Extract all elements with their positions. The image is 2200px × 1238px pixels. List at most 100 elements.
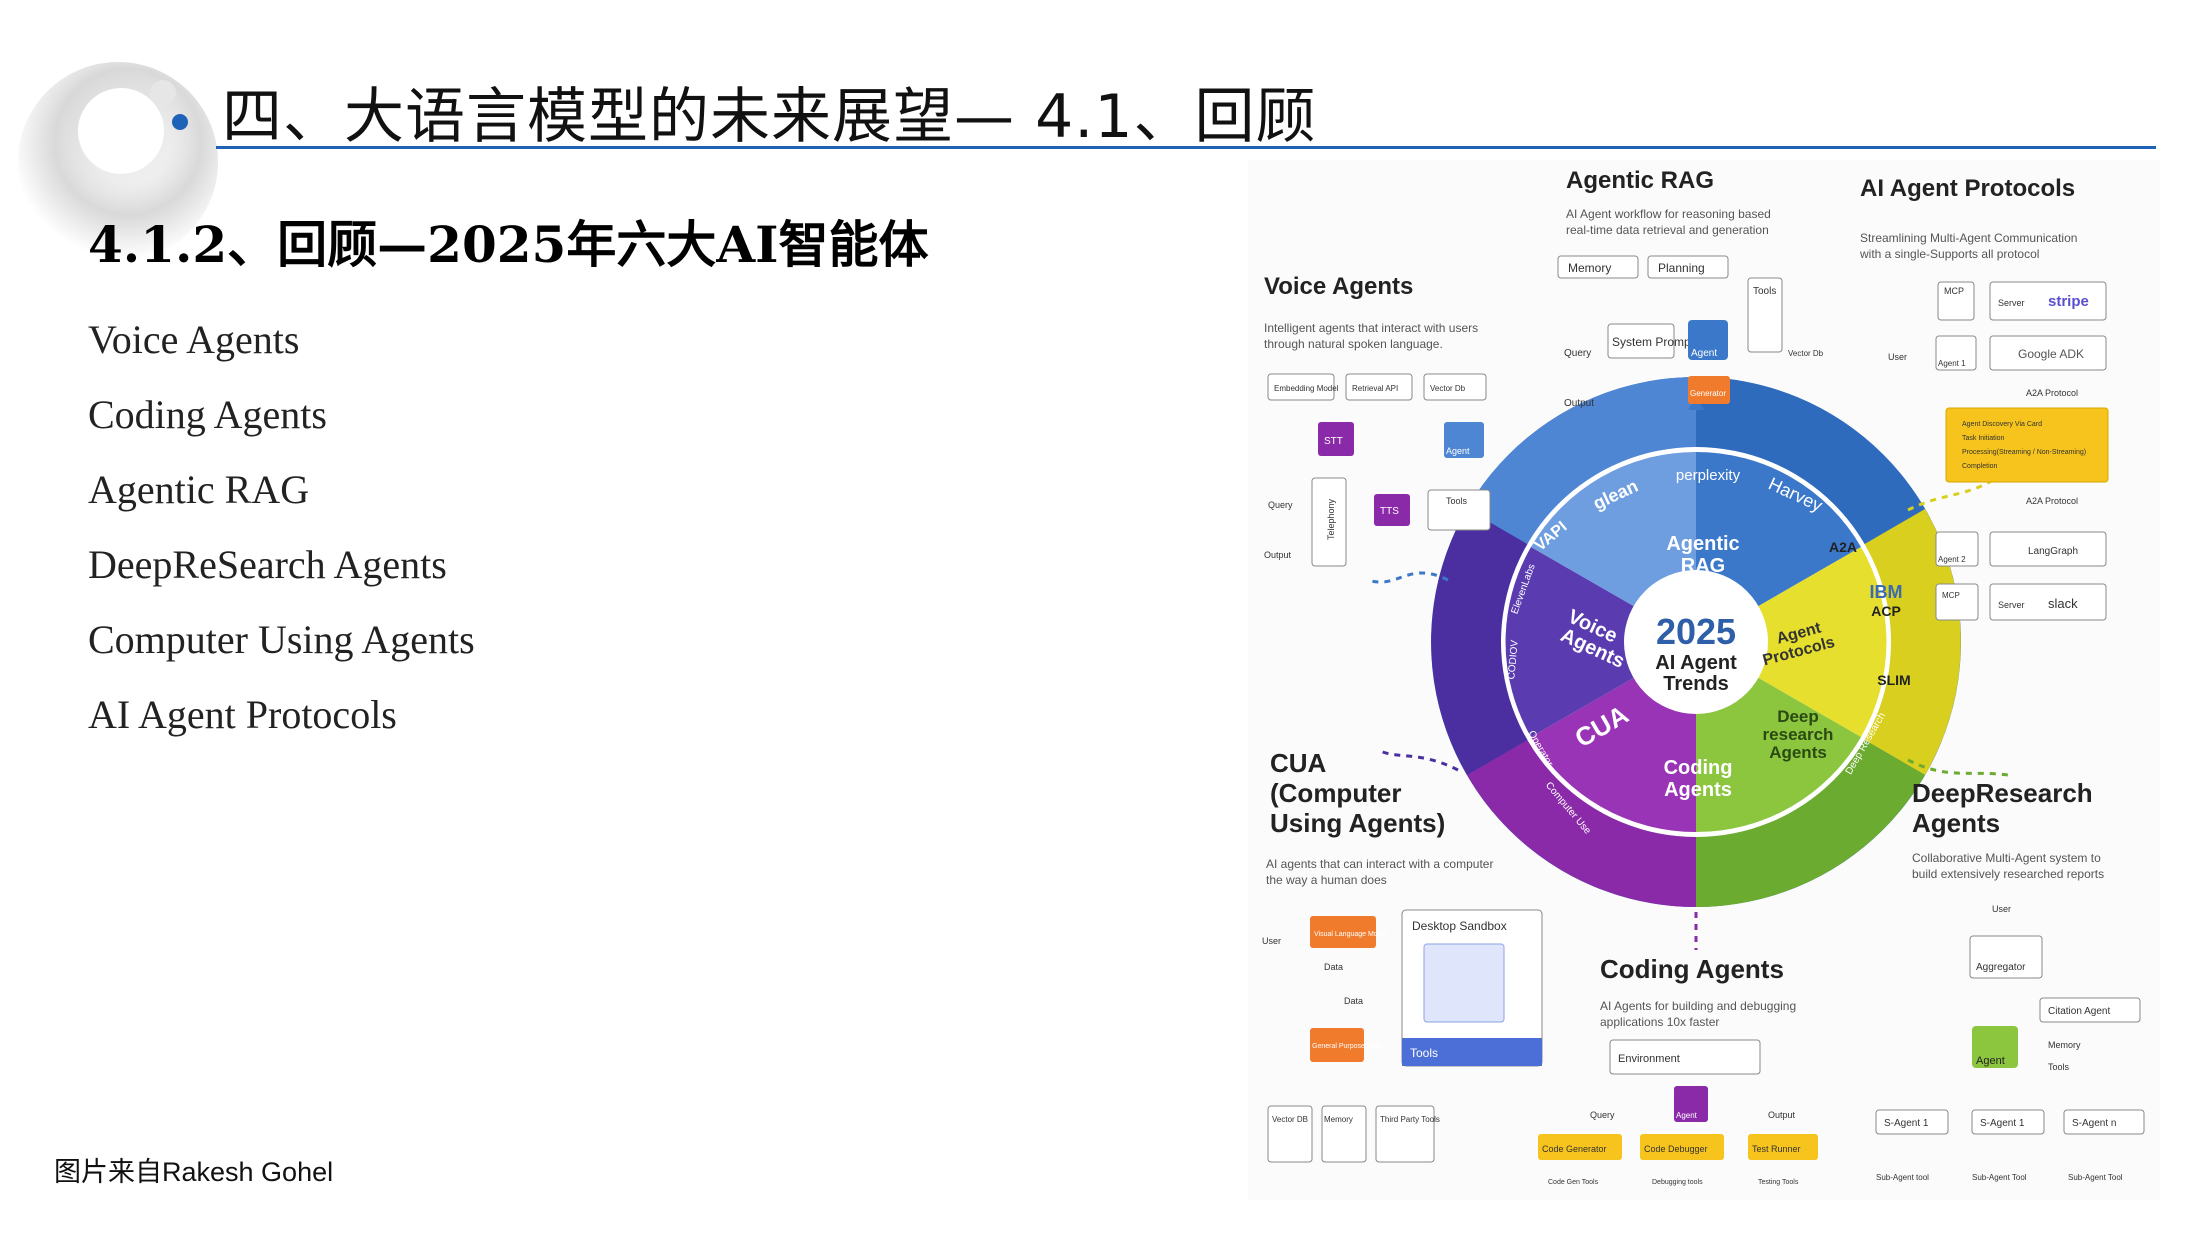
connector-protocols — [1907, 468, 2009, 512]
node-label: Sub-Agent tool — [1876, 1173, 1929, 1182]
ai-agent-trends-infographic: 2025 AI Agent Trends Agentic RAG Agent P… — [1248, 160, 2160, 1200]
segment-cua — [1505, 547, 1696, 737]
image-source-caption: 图片来自Rakesh Gohel — [54, 1157, 334, 1187]
segment-label-rag: RAG — [1681, 555, 1725, 577]
node-label: MCP — [1944, 286, 1964, 296]
agent-list-item: Agentic RAG — [88, 467, 310, 512]
node-box — [1423, 373, 1487, 401]
panel-desc: real-time data retrieval and generation — [1566, 223, 1769, 237]
center-line1: AI Agent — [1655, 652, 1737, 674]
panel-coding-agents: Coding Agents AI Agents for building and… — [1538, 954, 1818, 1186]
node-box — [1609, 1039, 1761, 1075]
panel-title: Using Agents) — [1270, 808, 1445, 838]
node-label: Generator — [1690, 389, 1726, 398]
node-label: Data — [1344, 996, 1363, 1006]
node-label: Retrieval API — [1352, 384, 1398, 393]
node-box — [1935, 335, 1977, 371]
panel-agentic-rag: Agentic RAG AI Agent workflow for reason… — [1557, 167, 1824, 409]
panel-desc: AI agents that can interact with a compu… — [1266, 857, 1493, 871]
node-label: Server — [1998, 600, 2025, 610]
connector-research — [1907, 758, 2009, 777]
node-label: Citation Agent — [2048, 1006, 2110, 1017]
node-box — [1557, 255, 1639, 279]
node-label: Memory — [1568, 261, 1611, 275]
panel-desc: AI Agent workflow for reasoning based — [1566, 207, 1771, 221]
trends-wheel: 2025 AI Agent Trends Agentic RAG Agent P… — [1431, 377, 1961, 907]
agent-list-item: Voice Agents — [88, 317, 300, 362]
segment-label-research: Deep — [1777, 707, 1819, 726]
node-box — [1935, 583, 1979, 621]
node-label: Aggregator — [1976, 962, 2026, 973]
node-label: Agent 2 — [1938, 555, 1966, 564]
node-label: Agent 1 — [1938, 359, 1966, 368]
agent-list-item: DeepReSearch Agents — [88, 542, 447, 587]
node-box — [1375, 1105, 1435, 1163]
node-label: Tools — [1446, 496, 1468, 506]
connector-cua — [1377, 748, 1459, 772]
node-box — [2039, 997, 2141, 1023]
segment-label-research: research — [1763, 725, 1834, 744]
node-label: User — [1992, 904, 2011, 914]
infographic-svg: 2025 AI Agent Trends Agentic RAG Agent P… — [1248, 160, 2160, 1200]
node-label: Desktop Sandbox — [1412, 919, 1507, 933]
node-label: TTS — [1380, 506, 1399, 517]
node-label: Debugging tools — [1652, 1179, 1703, 1186]
node-label: User — [1888, 352, 1907, 362]
node-box — [1267, 1105, 1313, 1163]
node-label: Agent — [1976, 1055, 2005, 1067]
node-label: Tools — [1753, 286, 1776, 297]
agent-list-item: Computer Using Agents — [88, 617, 475, 662]
node-label: Memory — [2048, 1040, 2081, 1050]
title-bullet-dot — [172, 114, 188, 130]
node-generator — [1688, 376, 1730, 404]
node-label: Completion — [1962, 463, 1998, 470]
panel-deepresearch-agents: DeepResearch Agents Collaborative Multi-… — [1875, 778, 2145, 1182]
ring-label-codiov: CODIOV — [1506, 639, 1520, 680]
node-label: S-Agent 1 — [1884, 1118, 1929, 1129]
node-label: STT — [1324, 436, 1343, 447]
ring-label-a2a: A2A — [1829, 539, 1857, 555]
node-box — [1937, 281, 1975, 321]
node-label: MCP — [1942, 591, 1960, 600]
node-label: Sub-Agent Tool — [2068, 1173, 2123, 1182]
node-label: Third Party Tools — [1380, 1115, 1440, 1124]
panel-desc: through natural spoken language. — [1264, 337, 1443, 351]
panel-desc: Intelligent agents that interact with us… — [1264, 321, 1478, 335]
sandbox-window-icon — [1423, 943, 1505, 1023]
node-label: Vector Db — [1788, 349, 1824, 358]
segment-label-coding: Agents — [1664, 779, 1732, 801]
node-box — [1647, 255, 1729, 279]
node-label: Tools — [2048, 1062, 2070, 1072]
node-label: A2A Protocol — [2026, 496, 2078, 506]
node-label: Output — [1768, 1110, 1796, 1120]
sandbox-toolbar — [1402, 1038, 1542, 1066]
node-label: Vector DB — [1272, 1115, 1308, 1124]
segment-agent-protocols — [1696, 547, 1887, 737]
node-box — [1311, 477, 1347, 567]
node-label: System Prompt — [1612, 335, 1695, 349]
node-label: Embedding Model — [1274, 384, 1339, 393]
panel-voice-agents: Voice Agents Intelligent agents that int… — [1264, 273, 1491, 567]
node-label: Query — [1590, 1110, 1615, 1120]
title-underline — [216, 146, 2156, 149]
panel-title: AI Agent Protocols — [1860, 175, 2075, 202]
node-label: Tools — [1410, 1046, 1438, 1060]
panel-desc: Streamlining Multi-Agent Communication — [1860, 231, 2077, 245]
node-box — [1875, 1109, 1949, 1135]
agent-list-item: Coding Agents — [88, 392, 327, 437]
node-box — [1969, 935, 2043, 979]
node-label: Testing Tools — [1758, 1179, 1799, 1186]
ring-label-perplexity: perplexity — [1676, 467, 1741, 484]
node-label: Telephony — [1326, 498, 1336, 540]
panel-desc: build extensively researched reports — [1912, 867, 2104, 881]
node-box — [1989, 531, 2107, 567]
node-box — [1607, 323, 1675, 359]
panel-title: Agentic RAG — [1566, 167, 1714, 194]
node-agent — [1674, 1086, 1708, 1122]
node-label: Vector Db — [1430, 384, 1466, 393]
node-label: LangGraph — [2028, 546, 2078, 557]
agent-list: Voice Agents Coding Agents Agentic RAG D… — [88, 312, 475, 762]
node-label: Code Debugger — [1644, 1144, 1708, 1154]
node-box — [1989, 583, 2107, 621]
node-label: Task Initiation — [1962, 435, 2005, 442]
